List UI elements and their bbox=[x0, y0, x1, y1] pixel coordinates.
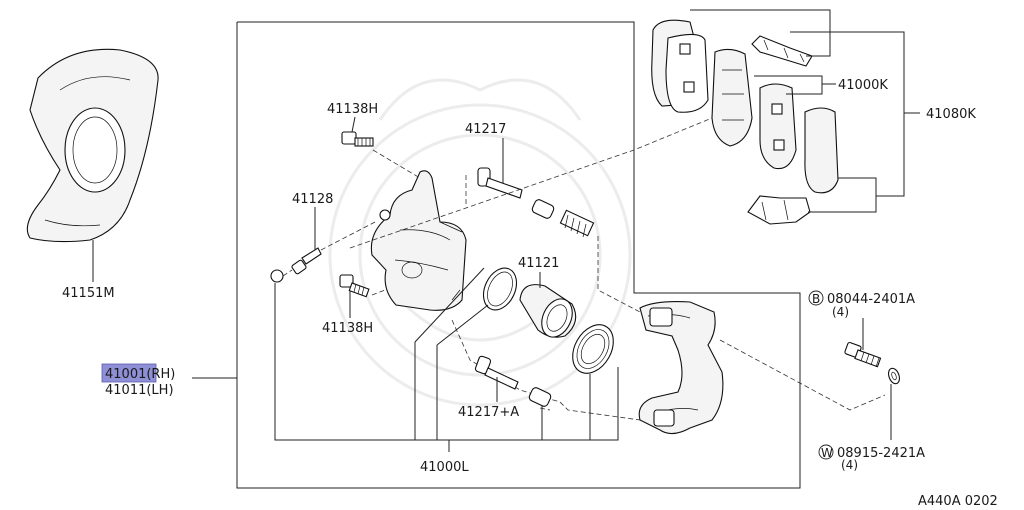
piston-drawing bbox=[519, 272, 577, 338]
label-41001-RH[interactable]: 41001(RH) bbox=[105, 367, 175, 382]
label-41217: 41217 bbox=[465, 122, 506, 137]
label-41138H-bottom: 41138H bbox=[322, 321, 373, 336]
torque-member-drawing bbox=[638, 301, 724, 435]
label-41000L: 41000L bbox=[420, 460, 469, 475]
washer-callout: W bbox=[818, 444, 834, 460]
assembly-frames bbox=[192, 21, 801, 489]
pad-inner-drawing bbox=[711, 48, 753, 147]
washer-letter: W bbox=[821, 446, 833, 460]
label-41138H-top: 41138H bbox=[327, 102, 378, 117]
pad-kit-brackets bbox=[690, 9, 920, 213]
bolt-b-letter: B bbox=[812, 292, 820, 306]
pin-upper-drawing bbox=[465, 138, 523, 205]
washer-drawing bbox=[888, 367, 900, 440]
piston-boot-drawing bbox=[572, 324, 614, 374]
pad-far-right-drawing bbox=[804, 107, 839, 194]
bolt-top-drawing bbox=[341, 116, 421, 179]
piston-seal-drawing bbox=[482, 267, 518, 311]
pad-inner-right-drawing bbox=[759, 83, 797, 170]
boot-small-drawing bbox=[531, 199, 595, 238]
bolt-b-drawing bbox=[844, 318, 882, 368]
bolt-b-callout: B bbox=[808, 290, 824, 306]
label-08044-2401A: 08044-2401A bbox=[827, 292, 915, 307]
label-washer-qty: (4) bbox=[841, 458, 858, 472]
label-41001-num[interactable]: 41001 bbox=[105, 367, 146, 382]
seal-kit-bracket bbox=[274, 267, 619, 452]
label-41080K: 41080K bbox=[926, 107, 976, 122]
label-41000K: 41000K bbox=[838, 78, 888, 93]
label-41001-suffix: (RH) bbox=[146, 367, 175, 382]
bolt-bottom-drawing bbox=[339, 274, 386, 318]
label-41128: 41128 bbox=[292, 192, 333, 207]
caliper-body-drawing bbox=[370, 170, 467, 311]
label-41011-LH[interactable]: 41011(LH) bbox=[105, 383, 174, 398]
selected-part-highlight bbox=[101, 363, 157, 383]
figure-code: A440A 0202 bbox=[918, 494, 998, 509]
pin-lower-drawing bbox=[474, 355, 519, 402]
shim-clip-bottom-drawing bbox=[747, 195, 811, 225]
label-41151M: 41151M bbox=[62, 286, 115, 301]
label-41121: 41121 bbox=[518, 256, 559, 271]
pad-outer-left-drawing bbox=[651, 19, 709, 113]
label-08915-2421A: 08915-2421A bbox=[837, 446, 925, 461]
bleeder-drawing bbox=[270, 207, 376, 283]
label-41217A: 41217+A bbox=[458, 405, 519, 420]
splash-shield-drawing bbox=[26, 48, 159, 282]
shim-clip-top-drawing bbox=[751, 35, 813, 67]
bushing-lower-drawing bbox=[528, 387, 552, 440]
label-bolt-qty: (4) bbox=[832, 305, 849, 319]
